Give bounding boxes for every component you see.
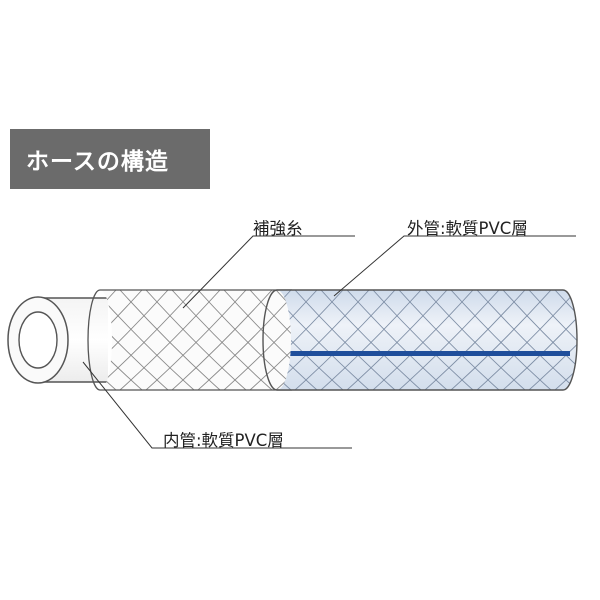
braid-strand [554,290,577,390]
leader-reinforcement [182,235,355,309]
braid-strand [528,290,577,390]
label-inner: 内管:軟質PVC層 [163,431,284,450]
label-reinforcement: 補強糸 [253,219,303,238]
braid-strand [528,290,577,390]
leader-inner [82,361,352,449]
reinforcement-braid [87,289,304,391]
title-banner: ホースの構造 [10,129,210,189]
title-text: ホースの構造 [26,149,169,175]
leader-outer [333,235,576,297]
outer-layer [262,289,600,391]
label-outer: 外管:軟質PVC層 [407,219,528,238]
braid-strand [581,290,600,390]
inner-tube [7,296,108,384]
blue-stripe [277,351,570,356]
leader-lines [82,235,576,449]
inner-tube-bore [18,311,58,369]
braid-strand [223,290,304,390]
braid-strand [502,290,577,390]
braid-strand [581,290,600,390]
braid-strand [554,290,577,390]
